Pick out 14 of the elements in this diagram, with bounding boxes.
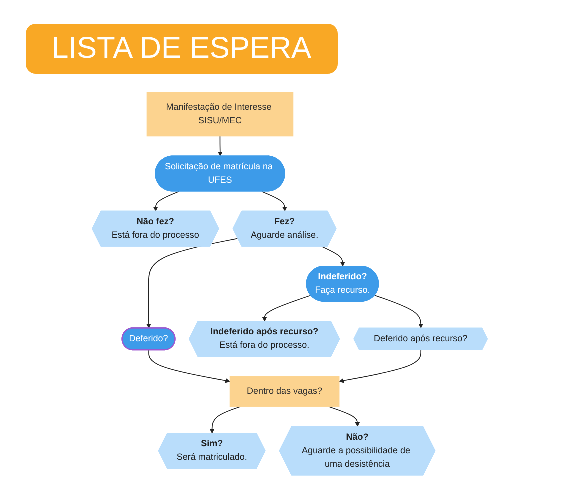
arrow xyxy=(148,350,230,384)
arrow xyxy=(328,406,360,428)
arrow xyxy=(146,238,239,329)
title-banner: LISTA DE ESPERA xyxy=(26,24,338,74)
arrow xyxy=(322,246,346,267)
arrow xyxy=(339,350,422,384)
arrow xyxy=(218,136,223,157)
arrow xyxy=(262,295,312,322)
arrow xyxy=(262,191,288,212)
node-box: Manifestação de Interesse SISU/MEC xyxy=(146,92,294,137)
arrow xyxy=(210,406,242,434)
arrow xyxy=(374,295,424,329)
arrow xyxy=(153,191,180,212)
node-box: Dentro das vagas? xyxy=(230,376,340,408)
